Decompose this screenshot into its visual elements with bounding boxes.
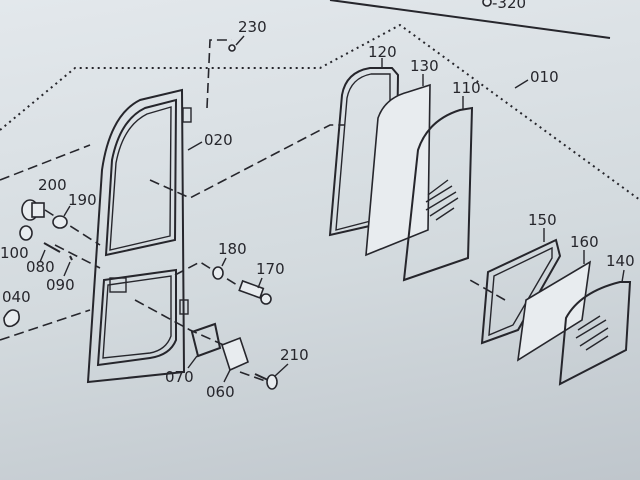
part-080	[43, 242, 61, 253]
part-200	[21, 199, 45, 221]
label-230: 230	[238, 18, 267, 36]
label-210: 210	[280, 346, 309, 364]
part-070	[190, 322, 222, 358]
window-glass-160	[516, 260, 592, 362]
label-010: 010	[530, 68, 559, 86]
part-230	[228, 44, 236, 52]
label-120: 120	[368, 43, 397, 61]
label-130: 130	[410, 57, 439, 75]
label-200: 200	[38, 176, 67, 194]
label-180: 180	[218, 240, 247, 258]
part-040	[3, 309, 20, 328]
part-180	[212, 266, 224, 280]
label-140: 140	[606, 252, 635, 270]
label-070: 070	[165, 368, 194, 386]
label-040: 040	[2, 288, 31, 306]
label-320: -320	[492, 0, 526, 12]
part-190	[52, 215, 68, 229]
part-320	[482, 0, 492, 7]
label-150: 150	[528, 211, 557, 229]
window-glass-130	[365, 83, 431, 257]
part-170	[238, 279, 272, 305]
window-glass-110	[402, 106, 474, 282]
top-edge-line	[329, 0, 611, 39]
label-100: 100	[0, 244, 29, 262]
label-190: 190	[68, 191, 97, 209]
label-170: 170	[256, 260, 285, 278]
label-110: 110	[452, 79, 481, 97]
part-100	[19, 225, 33, 241]
label-060: 060	[206, 383, 235, 401]
part-060	[221, 336, 249, 372]
window-glass-140	[558, 281, 632, 386]
part-210	[254, 373, 278, 390]
window-seal-120	[328, 67, 400, 237]
label-080: 080	[26, 258, 55, 276]
door-frame-020	[86, 88, 192, 384]
label-160: 160	[570, 233, 599, 251]
part-090	[69, 255, 73, 261]
assembly-outline-010	[0, 23, 640, 201]
label-020: 020	[204, 131, 233, 149]
window-seal-150	[480, 238, 562, 345]
label-090: 090	[46, 276, 75, 294]
